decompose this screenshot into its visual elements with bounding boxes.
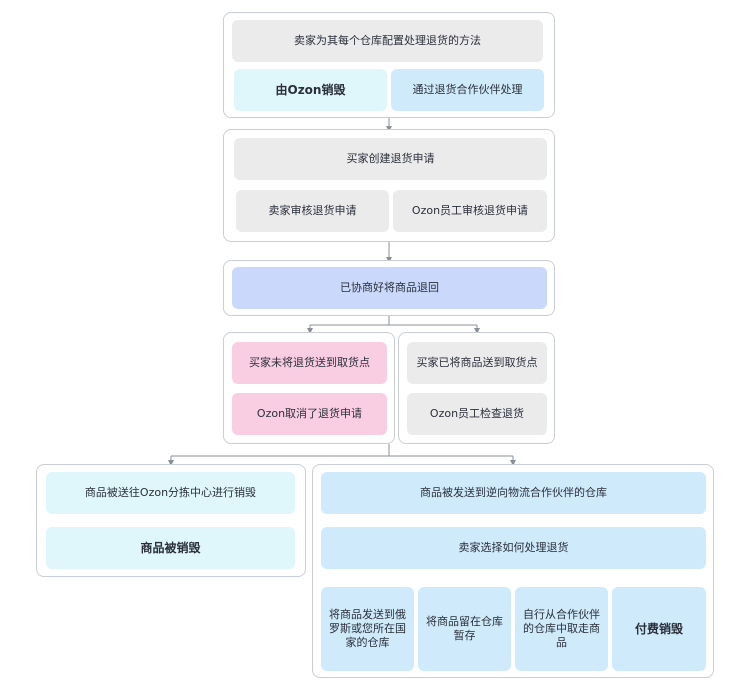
self-pickup-node: 自行从合作伙伴的仓库中取走商品 <box>515 587 608 671</box>
destroyed-node: 商品被销毁 <box>46 527 295 569</box>
seller-config-node: 卖家为其每个仓库配置处理退货的方法 <box>232 20 543 62</box>
send-to-warehouse-node: 将商品发送到俄罗斯或您所在国家的仓库 <box>321 587 414 671</box>
seller-choose-node: 卖家选择如何处理退货 <box>321 527 706 569</box>
sent-sorting-node: 商品被送往Ozon分拣中心进行销毁 <box>46 472 295 514</box>
buyer-not-sent-node: 买家未将退货送到取货点 <box>232 342 387 384</box>
ozon-destroy-node: 由Ozon销毁 <box>234 69 387 111</box>
ozon-check-node: Ozon员工检查退货 <box>407 393 547 435</box>
sent-partner-node: 商品被发送到逆向物流合作伙伴的仓库 <box>321 472 706 514</box>
ozon-review-node: Ozon员工审核退货申请 <box>393 190 547 232</box>
keep-storage-node: 将商品留在仓库暂存 <box>418 587 511 671</box>
buyer-create-node: 买家创建退货申请 <box>234 138 547 180</box>
paid-destroy-node: 付费销毁 <box>612 587 706 671</box>
partner-handle-node: 通过退货合作伙伴处理 <box>391 69 544 111</box>
agreed-return-node: 已协商好将商品退回 <box>232 267 547 309</box>
ozon-cancel-node: Ozon取消了退货申请 <box>232 393 387 435</box>
buyer-sent-node: 买家已将商品送到取货点 <box>407 342 547 384</box>
seller-review-node: 卖家审核退货申请 <box>236 190 389 232</box>
